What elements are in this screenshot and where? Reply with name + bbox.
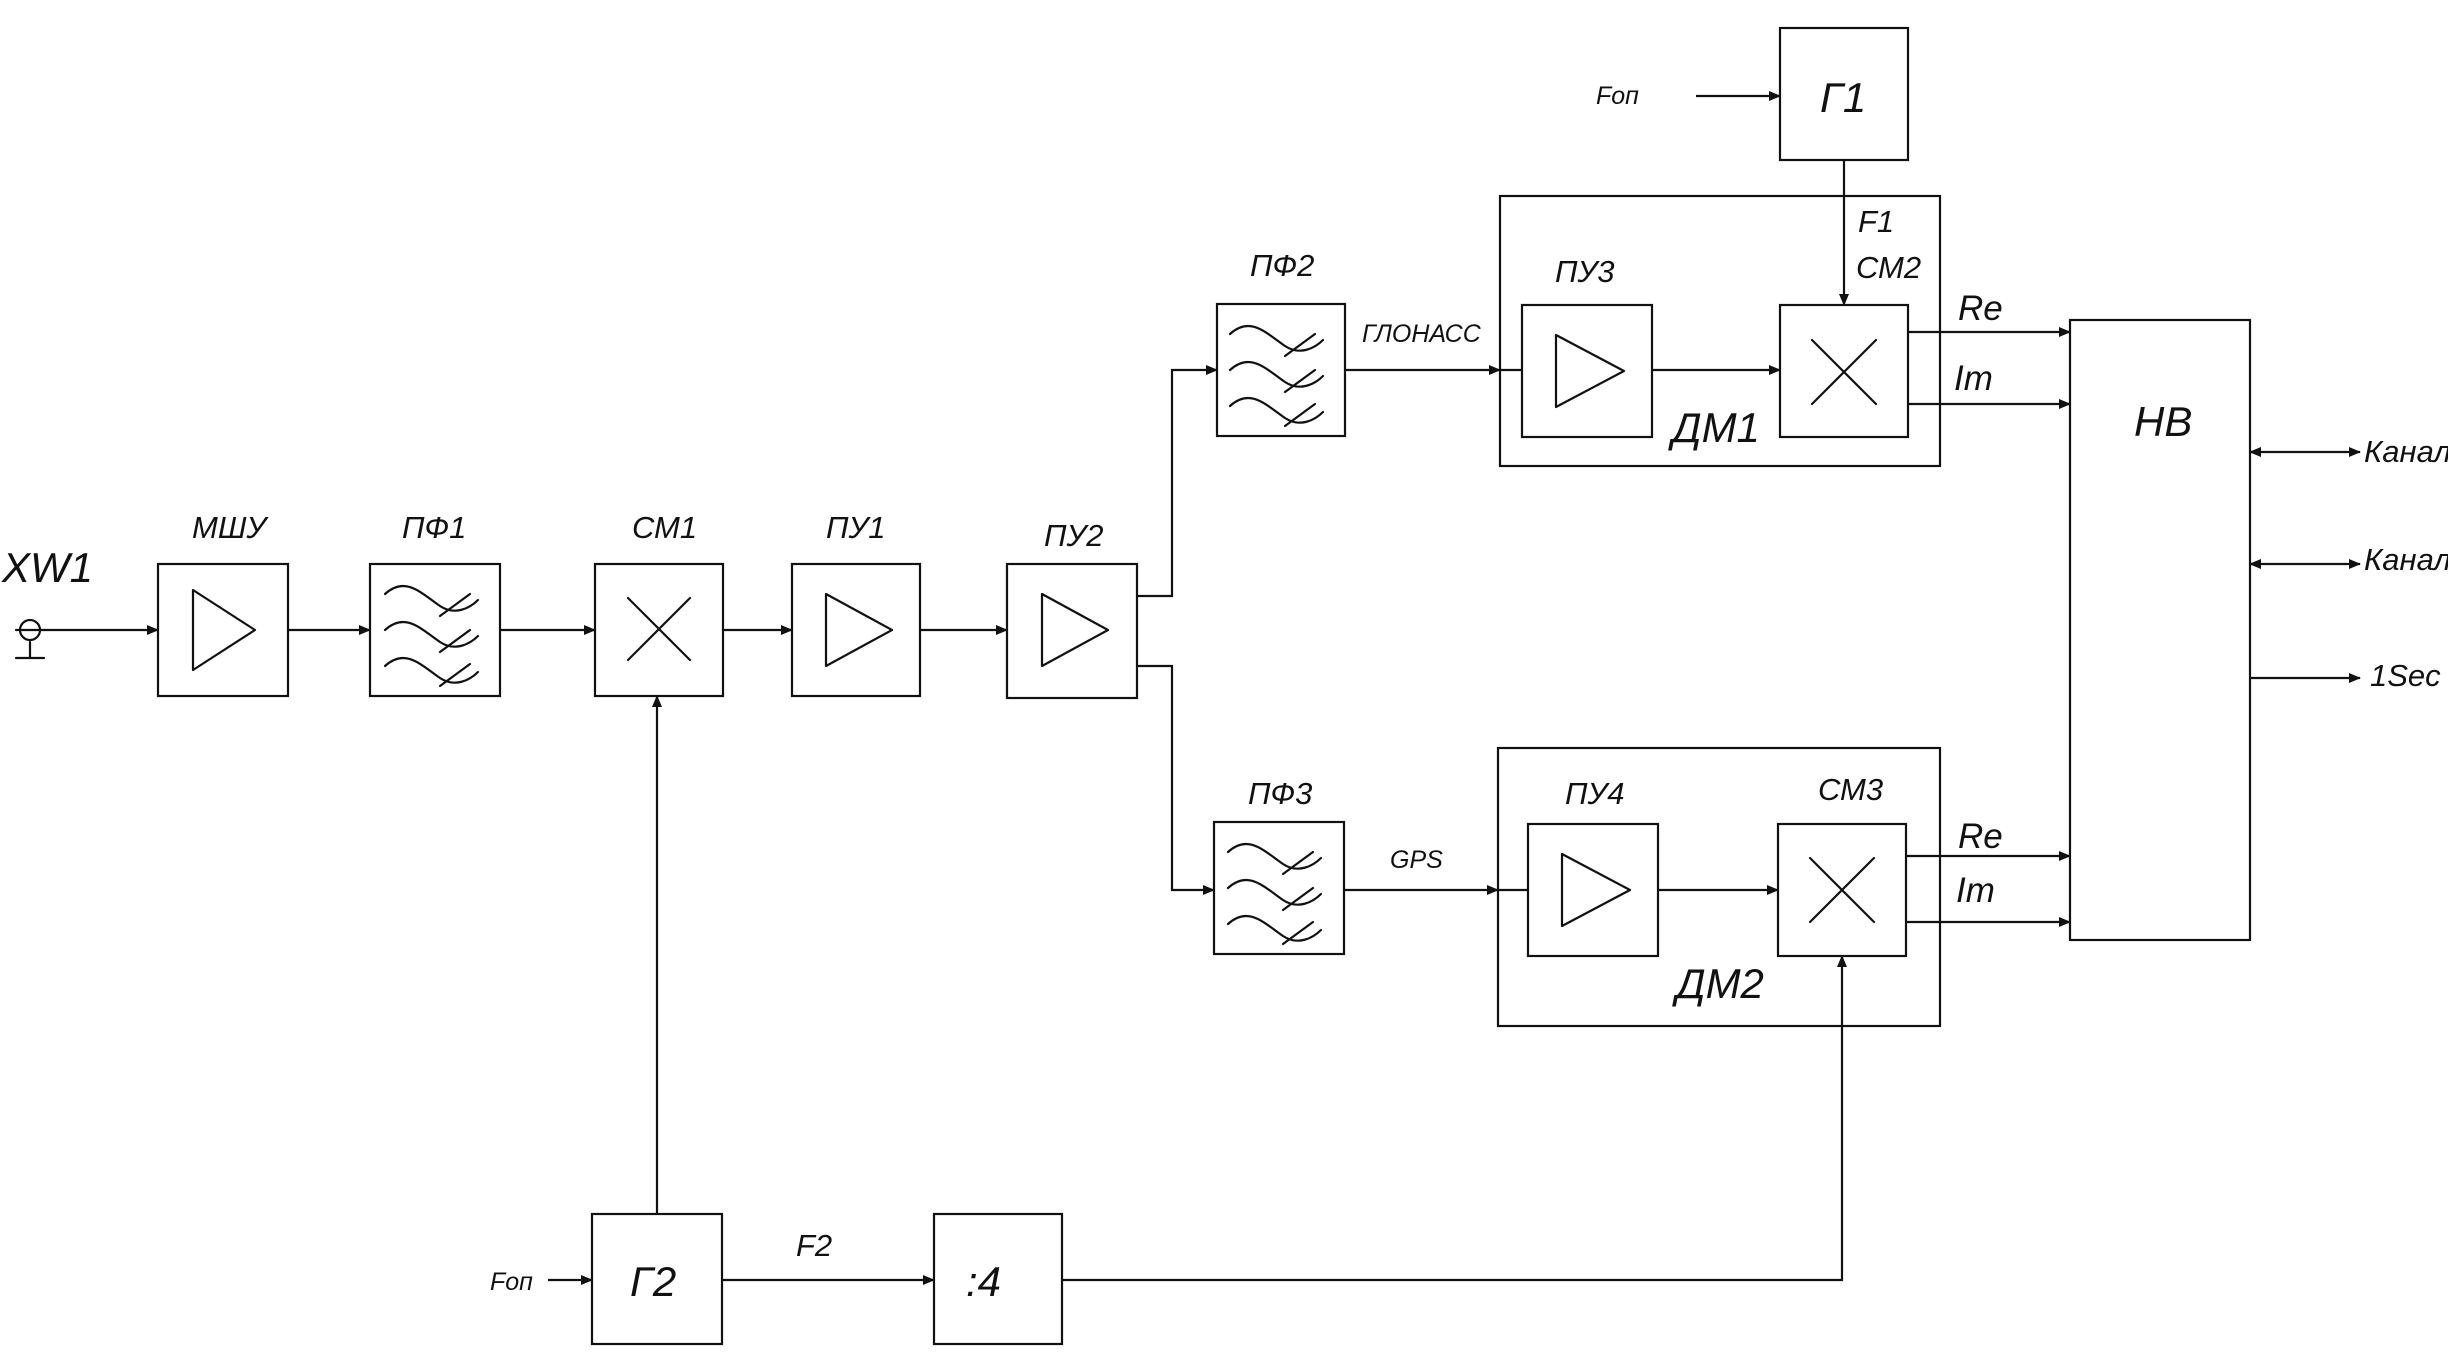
amplifier-icon bbox=[191, 588, 257, 672]
antenna-label: XW1 bbox=[1, 544, 93, 591]
mixer3-label: СМ3 bbox=[1818, 772, 1883, 807]
divider-block bbox=[932, 1212, 1064, 1346]
im-top-label: Im bbox=[1954, 359, 1993, 398]
amplifier-icon bbox=[1554, 333, 1626, 409]
demod2-label: ДМ2 bbox=[1672, 960, 1764, 1007]
amplifier-icon bbox=[1040, 592, 1110, 668]
mixer-cross-icon bbox=[626, 596, 692, 662]
nv-block bbox=[2068, 318, 2252, 942]
bandpass-filter-icon bbox=[1226, 842, 1323, 946]
amp3-block bbox=[1520, 303, 1654, 439]
gps-signal-label: GPS bbox=[1390, 846, 1443, 874]
gen2-label: Г2 bbox=[630, 1258, 676, 1305]
amp1-label: ПУ1 bbox=[826, 510, 886, 545]
bandpass-filter-icon bbox=[383, 584, 480, 688]
glonass-signal-label: ГЛОНАСС bbox=[1362, 320, 1482, 348]
lna-block bbox=[156, 562, 290, 698]
amplifier-icon bbox=[824, 592, 894, 668]
bpf1-block bbox=[368, 562, 502, 698]
output-channel-1-label: Канал bbox=[2364, 434, 2448, 469]
re-bottom-label: Re bbox=[1958, 817, 2003, 856]
lna-label: МШУ bbox=[192, 510, 269, 545]
gen1-label: Г1 bbox=[1820, 74, 1866, 121]
antenna-connector-icon bbox=[14, 618, 46, 660]
demod1-label: ДМ1 bbox=[1668, 404, 1760, 451]
f2-signal-label: F2 bbox=[796, 1228, 832, 1263]
amp4-label: ПУ4 bbox=[1565, 776, 1625, 811]
output-channel-2-label: Канал bbox=[2364, 542, 2448, 577]
amp1-block bbox=[790, 562, 922, 698]
im-bottom-label: Im bbox=[1956, 871, 1995, 910]
mixer2-label: СМ2 bbox=[1856, 250, 1921, 285]
bpf3-label: ПФ3 bbox=[1248, 776, 1312, 811]
fop-top-label: Fоп bbox=[1596, 82, 1639, 110]
mixer1-label: СМ1 bbox=[632, 510, 697, 545]
divider-label: :4 bbox=[966, 1258, 1001, 1305]
gen1-block bbox=[1778, 26, 1910, 162]
re-top-label: Re bbox=[1958, 289, 2003, 328]
nv-label: НВ bbox=[2134, 398, 2192, 445]
bpf2-label: ПФ2 bbox=[1250, 248, 1314, 283]
fop-bottom-label: Fоп bbox=[490, 1268, 533, 1296]
mixer-cross-icon bbox=[1810, 338, 1878, 406]
amp4-block bbox=[1526, 822, 1660, 958]
amp2-block bbox=[1005, 562, 1139, 700]
amp3-label: ПУ3 bbox=[1555, 254, 1615, 289]
amp2-label: ПУ2 bbox=[1044, 518, 1104, 553]
mixer-cross-icon bbox=[1808, 856, 1876, 924]
output-1sec-label: 1Sec bbox=[2370, 658, 2441, 693]
bpf1-label: ПФ1 bbox=[402, 510, 466, 545]
amplifier-icon bbox=[1560, 852, 1632, 928]
bandpass-filter-icon bbox=[1228, 324, 1325, 428]
f1-signal-label: F1 bbox=[1858, 204, 1894, 239]
signal-wires bbox=[44, 91, 2361, 1285]
